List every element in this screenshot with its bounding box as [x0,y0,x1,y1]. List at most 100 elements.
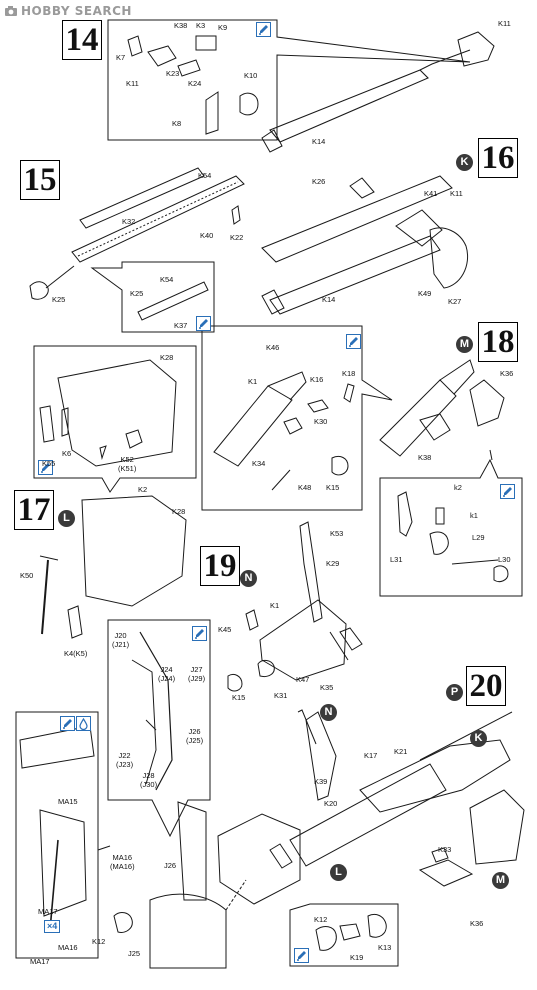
part-label: K52 (K51) [118,455,137,473]
glue-icon [294,948,309,963]
callout-box-18b [379,458,523,597]
part-label: MA17 [30,957,50,966]
part-label: K54 [160,275,174,284]
callout-box-k12 [289,903,399,967]
part-label: k2 [454,483,462,492]
part-label: K47 [296,675,310,684]
part-label: K22 [230,233,244,242]
part-label: K33 [438,845,452,854]
part-label: K30 [314,417,328,426]
step-number-14: 14 [62,20,102,60]
part-label: K19 [350,953,364,962]
sub-badge-m: M [492,872,509,889]
callout-box-ma [15,711,99,959]
glue-icon [500,484,515,499]
part-label: K9 [218,23,228,32]
part-label: K28 [160,353,174,362]
part-label: K13 [378,943,392,952]
part-label: K38 [418,453,432,462]
part-label: K53 [330,529,344,538]
glue-icon [192,626,207,641]
callout-box-15 [90,261,215,333]
part-label: J22 (J23) [116,751,134,769]
part-label: K23 [166,69,180,78]
part-label: MA16 (MA16) [110,853,135,871]
part-label: K15 [232,693,246,702]
part-label: MA17 [38,907,58,916]
step-badge-16: K [456,154,473,171]
part-label: J26 (J25) [186,727,204,745]
part-label: K25 [52,295,66,304]
part-label: K31 [274,691,288,700]
part-label: K20 [324,799,338,808]
part-label: K48 [298,483,312,492]
part-label: K8 [172,119,182,128]
part-label: L31 [390,555,403,564]
muzzle-k11-top [457,31,495,67]
part-label: K49 [418,289,432,298]
step-badge-18: M [456,336,473,353]
step-number-17: 17 [14,490,54,530]
part-label: J27 (J29) [188,665,206,683]
part-label: K27 [448,297,462,306]
glue-icon [196,316,211,331]
sub-badge-n: N [320,704,337,721]
part-label: K16 [310,375,324,384]
glue-icon [256,22,271,37]
part-label: K35 [320,683,334,692]
part-label: K40 [200,231,214,240]
part-label: K14 [322,295,336,304]
glue-icon [346,334,361,349]
part-label: K11 [498,19,511,28]
part-label: K46 [266,343,280,352]
glue-icon [38,460,53,475]
part-label: J28 (J30) [140,771,158,789]
part-label: K15 [326,483,340,492]
part-label: K11 [450,189,463,198]
part-label: K7 [116,53,126,62]
callout-box-17a [33,345,197,493]
step-badge-19: N [240,570,257,587]
part-label: k1 [470,511,478,520]
part-label: K34 [252,459,266,468]
part-label: K3 [196,21,206,30]
part-label: K50 [20,571,34,580]
part-label: K39 [314,777,328,786]
part-label: K32 [122,217,136,226]
part-label: K12 [92,937,106,946]
part-label: J20 (J21) [112,631,130,649]
part-label: K55 [42,459,56,468]
shield-k28 [81,495,187,607]
part-label: K54 [198,171,212,180]
part-label: J24 (J24) [158,665,176,683]
barrel-k14-top [269,69,429,143]
part-label: L29 [472,533,485,542]
part-label: MA16 [58,943,78,952]
part-label: K17 [364,751,378,760]
part-label: K2 [138,485,148,494]
part-label: J26 [164,861,177,870]
part-label: K36 [500,369,514,378]
step-number-18: 18 [478,322,518,362]
step-badge-20: P [446,684,463,701]
part-label: K1 [270,601,280,610]
cradle-k26 [261,175,453,263]
part-label: K1 [248,377,258,386]
step-number-19: 19 [200,546,240,586]
part-label: K45 [218,625,232,634]
step-badge-17: L [58,510,75,527]
sub-badge-k: K [470,730,487,747]
step-number-16: 16 [478,138,518,178]
part-label: K37 [174,321,188,330]
part-label: J25 [128,949,141,958]
part-label: K18 [342,369,356,378]
barrel-k20 [289,763,447,867]
part-label: K41 [424,189,438,198]
callout-box-14 [107,19,471,141]
part-label: MA15 [58,797,78,806]
part-label: K24 [188,79,202,88]
part-label: K29 [326,559,340,568]
part-label: K36 [470,919,484,928]
part-label: K14 [312,137,326,146]
